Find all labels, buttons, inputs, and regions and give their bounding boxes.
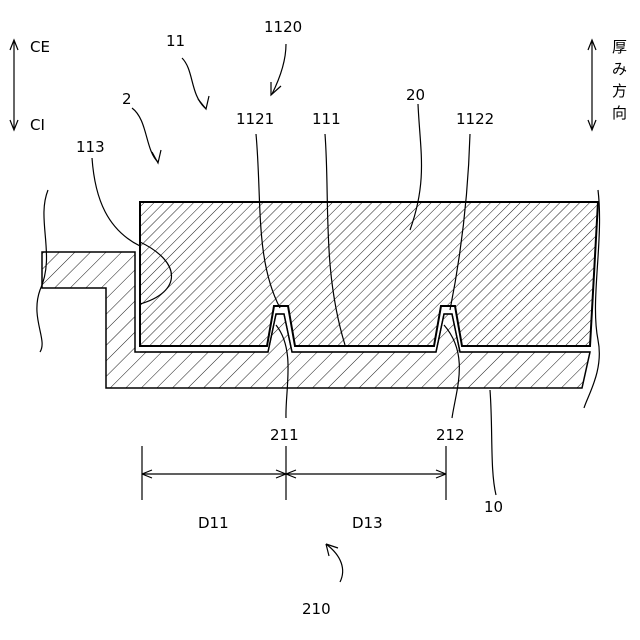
label-thickness-3: 方 — [612, 82, 627, 100]
label-ce: CE — [30, 38, 50, 56]
leader-10 — [490, 390, 496, 495]
label-210: 210 — [302, 600, 331, 618]
arrow-1120 — [272, 44, 286, 94]
label-ci: CI — [30, 116, 45, 134]
label-20: 20 — [406, 86, 425, 104]
label-2: 2 — [122, 90, 132, 108]
label-11: 11 — [166, 32, 185, 50]
arrow-1120-head — [271, 82, 281, 95]
label-111: 111 — [312, 110, 341, 128]
leader-113 — [92, 158, 140, 246]
label-thickness-4: 向 — [612, 104, 627, 122]
arrow-210 — [326, 544, 343, 582]
label-d13: D13 — [352, 514, 383, 532]
label-1122: 1122 — [456, 110, 494, 128]
label-211: 211 — [270, 426, 299, 444]
label-1120: 1120 — [264, 18, 302, 36]
label-thickness-2: み — [612, 60, 627, 78]
label-thickness-1: 厚 — [612, 38, 627, 56]
layer-20-body — [140, 202, 598, 346]
label-113: 113 — [76, 138, 105, 156]
label-d11: D11 — [198, 514, 229, 532]
label-212: 212 — [436, 426, 465, 444]
arrow-11 — [182, 58, 205, 108]
label-1121: 1121 — [236, 110, 274, 128]
arrow-2 — [132, 108, 158, 162]
label-10: 10 — [484, 498, 503, 516]
